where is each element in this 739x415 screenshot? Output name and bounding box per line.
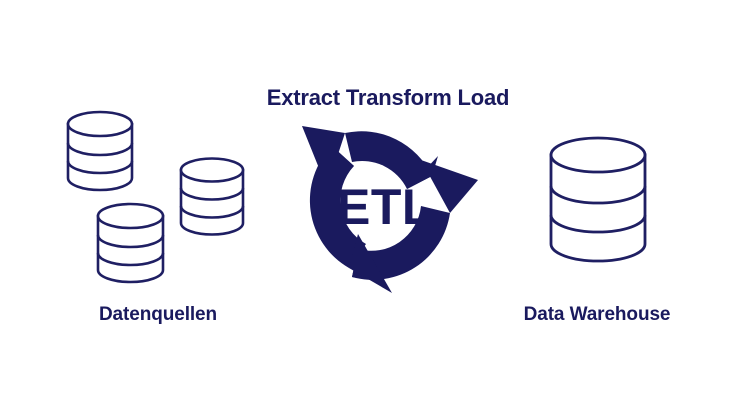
data-warehouse-label: Data Warehouse [524,304,671,325]
diagram-title: Extract Transform Load [267,85,510,110]
warehouse-database [549,136,647,263]
cylinder-top-ellipse [66,110,134,138]
cylinder-band-2 [179,205,245,219]
data-warehouse-group: Data Warehouse [524,136,671,325]
source-database-1 [66,110,134,192]
data-sources-label: Datenquellen [99,304,217,325]
cylinder-body [179,168,245,236]
source-database-3 [96,202,165,284]
cylinder-top-ellipse [549,136,647,174]
cylinder-body [96,214,165,284]
etl-cycle-icon: ETL [302,126,478,293]
cylinder-body [66,122,134,192]
data-sources-group: Datenquellen [66,110,245,325]
cylinder-body [549,153,647,263]
cylinder-top-ellipse [96,202,165,230]
cylinder-band-2 [96,252,165,267]
cylinder-band-1 [66,142,134,157]
etl-arrow-right-head [421,160,478,213]
cylinder-band-2 [66,160,134,175]
etl-arrow-left-head [349,234,392,293]
cylinder-band-1 [179,187,245,201]
etl-arrow-left-tail [318,146,354,168]
etl-arrow-top-arc [345,131,432,189]
cylinder-band-2 [549,214,647,234]
etl-arrow-left [309,146,392,293]
source-database-2 [179,157,245,236]
cylinder-band-1 [549,185,647,205]
cylinder-band-1 [96,234,165,249]
etl-center-label: ETL [337,179,433,235]
etl-arrow-left-arc [309,146,366,268]
etl-arrow-right-arc [352,206,450,280]
cylinder-top-ellipse [179,157,245,183]
